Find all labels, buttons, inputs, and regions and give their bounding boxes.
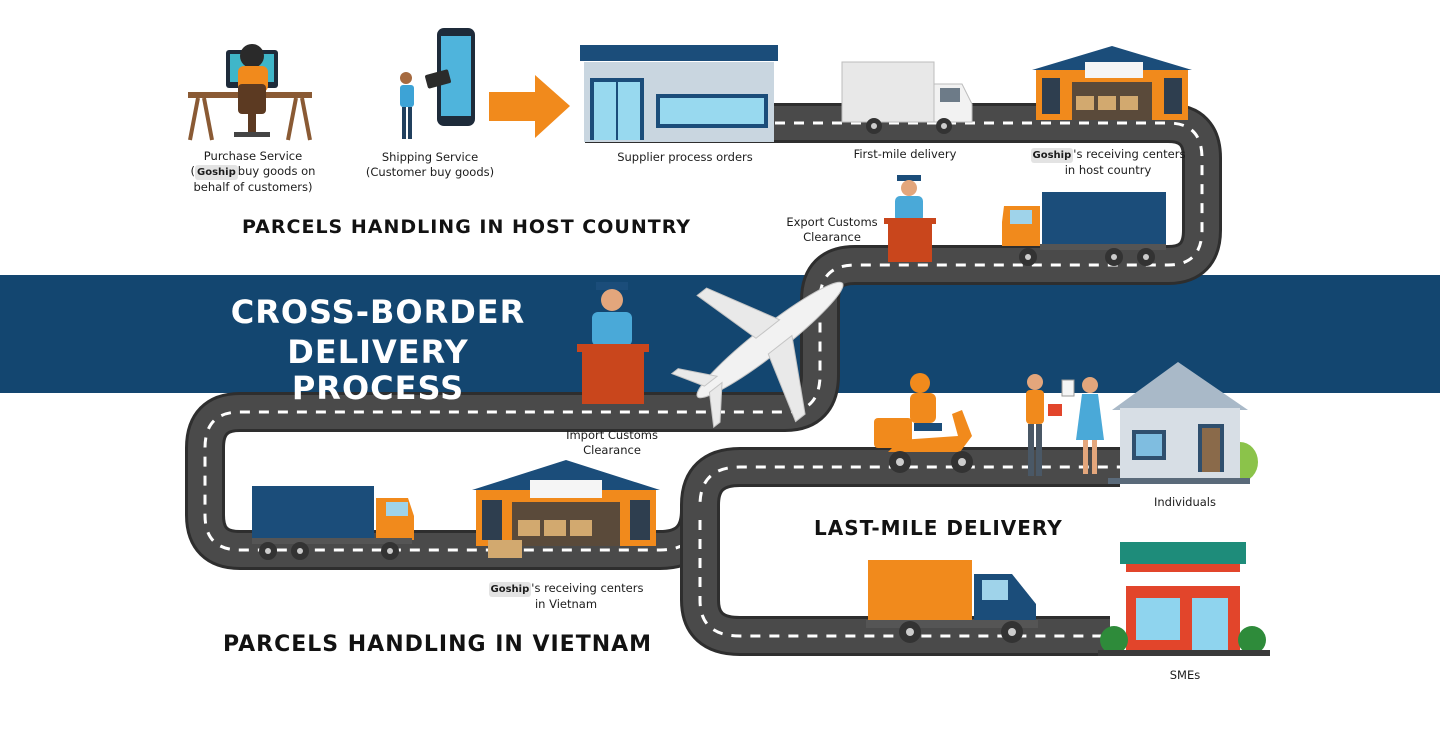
vietnam-center-line1-rest: 's receiving centers — [531, 581, 644, 595]
purchase-service-icon — [188, 44, 312, 141]
export-customs-line2: Clearance — [803, 230, 861, 244]
host-center-label: Goship's receiving centers in host count… — [1020, 147, 1196, 178]
section-heading-vietnam: PARCELS HANDLING IN VIETNAM — [223, 632, 653, 657]
export-customs-label: Export Customs Clearance — [772, 215, 892, 245]
purchase-service-line3: behalf of customers) — [193, 180, 313, 194]
paren-open: ( — [190, 164, 196, 178]
section-heading-last-mile: LAST-MILE DELIVERY — [814, 516, 1063, 540]
parcel-handover-icon — [1026, 374, 1104, 476]
page-title-line-1: CROSS-BORDER — [230, 293, 526, 331]
host-center-line1-rest: 's receiving centers — [1073, 147, 1186, 161]
vietnam-warehouse-icon — [472, 460, 660, 558]
export-container-truck-icon — [1002, 192, 1166, 266]
purchase-service-line1: Purchase Service — [203, 149, 303, 163]
supplier-label: Supplier process orders — [617, 150, 753, 164]
delivery-van-icon — [866, 560, 1038, 643]
road — [185, 103, 1222, 656]
import-customs-line1: Import Customs — [566, 428, 658, 442]
goship-brand-tag: Goship — [1030, 148, 1074, 163]
purchase-service-line2-rest: buy goods on — [237, 164, 316, 178]
import-customs-line2: Clearance — [583, 443, 641, 457]
scooter-courier-icon — [874, 373, 973, 473]
export-customs-officer-icon — [884, 175, 936, 262]
export-customs-line1: Export Customs — [786, 215, 878, 229]
import-container-truck-icon — [252, 486, 414, 560]
goship-brand-tag: Goship — [488, 582, 532, 597]
page-title-line-2: DELIVERY PROCESS — [287, 333, 469, 407]
vietnam-center-label: Goship's receiving centers in Vietnam — [478, 581, 654, 612]
vietnam-center-line2: in Vietnam — [534, 597, 598, 611]
first-mile-truck-icon — [841, 61, 973, 134]
goship-brand-tag: Goship — [195, 165, 238, 180]
import-customs-label: Import Customs Clearance — [552, 428, 672, 458]
host-center-line1: Goship's receiving centers — [1020, 147, 1196, 163]
supplier-store-icon — [580, 45, 778, 142]
arrow-right-icon — [489, 75, 570, 138]
smes-label: SMEs — [1169, 668, 1201, 682]
shipping-service-label: Shipping Service (Customer buy goods) — [350, 150, 510, 180]
host-center-line2: in host country — [1064, 163, 1152, 177]
shipping-service-line1: Shipping Service — [381, 150, 479, 164]
house-icon — [1108, 362, 1258, 484]
import-customs-officer-icon — [577, 282, 649, 404]
sme-shop-icon — [1098, 542, 1270, 656]
airplane-icon — [670, 281, 844, 429]
shipping-service-line2: (Customer buy goods) — [365, 165, 495, 179]
first-mile-label: First-mile delivery — [853, 147, 957, 161]
section-heading-host: PARCELS HANDLING IN HOST COUNTRY — [242, 216, 692, 238]
host-warehouse-icon — [1032, 46, 1192, 120]
individuals-label: Individuals — [1154, 495, 1216, 509]
shipping-service-icon — [400, 28, 475, 139]
vietnam-center-line1: Goship's receiving centers — [478, 581, 654, 597]
